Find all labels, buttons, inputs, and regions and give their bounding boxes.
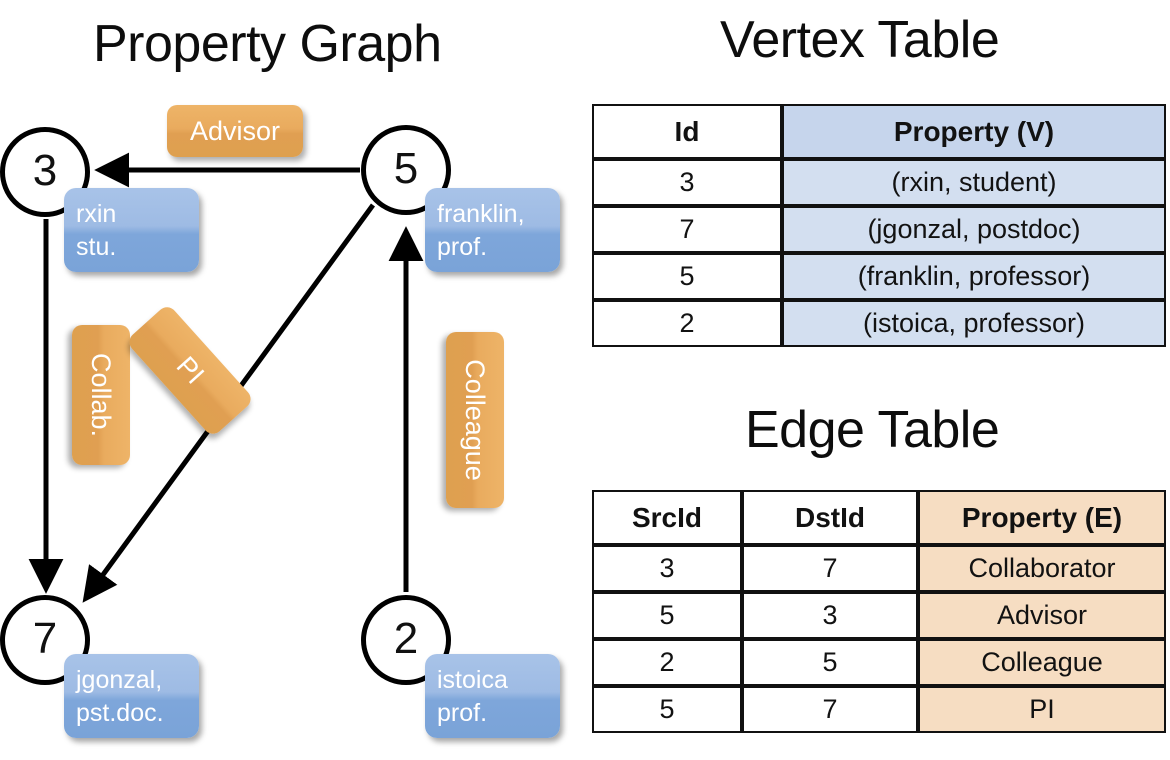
edge-cell-property: Advisor xyxy=(918,592,1166,639)
vertex-table: Id Property (V) 3 (rxin, student) 7 (jgo… xyxy=(592,104,1166,347)
vertex-table-header-row: Id Property (V) xyxy=(592,104,1166,159)
page-title-edge-table: Edge Table xyxy=(745,401,1000,459)
vertex-cell-property: (rxin, student) xyxy=(782,159,1166,206)
table-row: 5 (franklin, professor) xyxy=(592,253,1166,300)
node-property-rxin-line2: stu. xyxy=(76,233,117,261)
edge-label-advisor: Advisor xyxy=(167,105,303,157)
node-property-rxin-line1: rxin xyxy=(76,200,117,228)
vertex-cell-id: 2 xyxy=(592,300,782,347)
edge-table-header-dstid: DstId xyxy=(742,490,918,545)
edge-label-advisor-text: Advisor xyxy=(189,115,281,146)
node-property-jgonzal-line1: jgonzal, xyxy=(76,666,163,694)
vertex-cell-property: (istoica, professor) xyxy=(782,300,1166,347)
edge-table-header-row: SrcId DstId Property (E) xyxy=(592,490,1166,545)
vertex-cell-id: 3 xyxy=(592,159,782,206)
node-property-franklin-line1: franklin, xyxy=(437,200,525,228)
node-property-box-rxin: rxin stu. xyxy=(64,188,199,272)
page-title-vertex-table: Vertex Table xyxy=(720,11,1000,69)
node-property-franklin-line2: prof. xyxy=(437,233,488,261)
graph-node-7-label: 7 xyxy=(32,614,58,663)
vertex-cell-id: 7 xyxy=(592,206,782,253)
table-row: 2 5 Colleague xyxy=(592,639,1166,686)
graph-node-2-label: 2 xyxy=(393,614,419,663)
node-property-box-jgonzal: jgonzal, pst.doc. xyxy=(64,654,199,738)
node-property-box-istoica: istoica prof. xyxy=(425,654,560,738)
table-row: 3 (rxin, student) xyxy=(592,159,1166,206)
node-property-box-franklin: franklin, prof. xyxy=(425,188,560,272)
edge-cell-dstid: 7 xyxy=(742,686,918,733)
table-row: 5 3 Advisor xyxy=(592,592,1166,639)
node-property-jgonzal-line2: pst.doc. xyxy=(76,699,164,727)
graph-node-2[interactable]: 2 xyxy=(361,595,451,685)
edge-cell-srcid: 3 xyxy=(592,545,742,592)
node-property-istoica-line2: prof. xyxy=(437,699,488,727)
edge-table-header-srcid: SrcId xyxy=(592,490,742,545)
vertex-table-header-id: Id xyxy=(592,104,782,159)
edge-label-collab-text: Collab. xyxy=(86,352,117,438)
vertex-cell-property: (jgonzal, postdoc) xyxy=(782,206,1166,253)
edge-cell-srcid: 5 xyxy=(592,592,742,639)
edge-cell-dstid: 3 xyxy=(742,592,918,639)
graph-node-5[interactable]: 5 xyxy=(361,125,451,215)
edge-cell-dstid: 5 xyxy=(742,639,918,686)
vertex-table-header-property: Property (V) xyxy=(782,104,1166,159)
property-graph-panel: Property Graph 3 5 7 2 rxin stu. frankli… xyxy=(0,15,560,738)
graph-node-3-label: 3 xyxy=(32,146,58,195)
edge-cell-dstid: 7 xyxy=(742,545,918,592)
page-title-property-graph: Property Graph xyxy=(93,15,442,73)
edge-cell-srcid: 5 xyxy=(592,686,742,733)
edge-cell-property: Colleague xyxy=(918,639,1166,686)
edge-table-header-property: Property (E) xyxy=(918,490,1166,545)
table-row: 7 (jgonzal, postdoc) xyxy=(592,206,1166,253)
node-property-istoica-line1: istoica xyxy=(437,666,508,694)
table-row: 5 7 PI xyxy=(592,686,1166,733)
edge-cell-property: PI xyxy=(918,686,1166,733)
table-row: 2 (istoica, professor) xyxy=(592,300,1166,347)
vertex-cell-property: (franklin, professor) xyxy=(782,253,1166,300)
edge-label-colleague-text: Colleague xyxy=(460,359,491,481)
edge-table: SrcId DstId Property (E) 3 7 Collaborato… xyxy=(592,490,1166,733)
graph-node-5-label: 5 xyxy=(393,144,419,193)
edge-label-colleague: Colleague xyxy=(446,332,504,508)
table-row: 3 7 Collaborator xyxy=(592,545,1166,592)
edge-cell-property: Collaborator xyxy=(918,545,1166,592)
edge-label-pi-text: PI xyxy=(170,350,211,390)
vertex-cell-id: 5 xyxy=(592,253,782,300)
edge-cell-srcid: 2 xyxy=(592,639,742,686)
edge-label-collab: Collab. xyxy=(72,325,130,465)
